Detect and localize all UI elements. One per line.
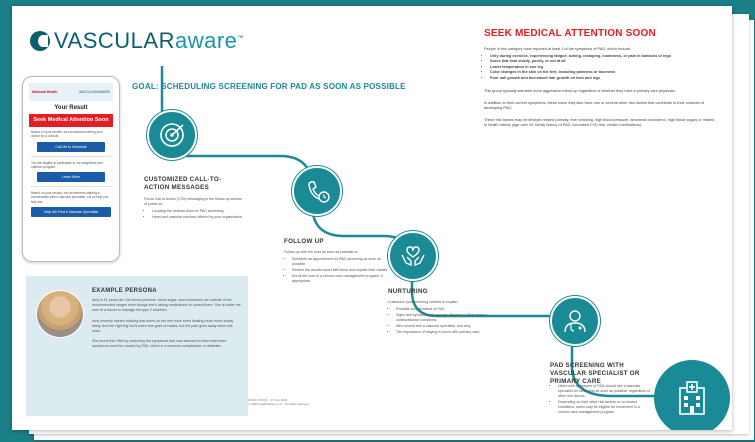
doctor-icon	[550, 296, 600, 346]
logo-trademark: ™	[237, 35, 244, 42]
step-bullet: Who should see a vascular specialist, an…	[396, 324, 492, 329]
phone-text: Based on your results, we recommend seei…	[31, 129, 103, 139]
footer-line: © 2023 HealthAware LLC · All rights rese…	[248, 402, 310, 407]
symptom-item: Lower temperature in one leg	[490, 65, 716, 71]
hospital-icon	[654, 360, 730, 430]
divider	[31, 155, 111, 157]
step-bullet: Schedule an appointment for PAD screenin…	[292, 257, 394, 267]
step-intro: Follow-up with the user as soon as possi…	[284, 250, 359, 254]
footer-line: ODSC-XXXXX · 27 Nov 2023	[248, 398, 288, 402]
target-icon	[147, 110, 197, 160]
category-heading: SEEK MEDICAL ATTENTION SOON	[484, 28, 656, 39]
divider	[31, 186, 111, 188]
find-specialist-button[interactable]: Help Me Find a Vascular Specialist	[31, 207, 111, 218]
persona-photo	[36, 290, 84, 338]
document-page: VASCULARaware™ GOAL: SCHEDULING SCREENIN…	[12, 6, 732, 430]
step-title-follow-up: FOLLOW UP	[284, 238, 324, 245]
persona-panel: EXAMPLE PERSONA Amy is 51 years old. Her…	[26, 276, 248, 416]
step-bullet: Signs and symptoms of vascular disease o…	[396, 313, 492, 323]
phone-clock-icon	[292, 166, 342, 216]
phone-nih-logo: National Health	[32, 90, 58, 94]
persona-title: EXAMPLE PERSONA	[92, 288, 157, 294]
step-intro: Focus Call to Action (CTA) messaging in …	[144, 197, 243, 207]
logo-text-part2: aware	[174, 28, 238, 53]
goal-heading: GOAL: SCHEDULING SCREENING FOR PAD AS SO…	[132, 82, 406, 91]
logo-icon	[30, 31, 50, 51]
persona-paragraph: Amy is 51 years old. Her blood pressure,…	[92, 298, 241, 313]
footer-legal: ODSC-XXXXX · 27 Nov 2023 © 2023 HealthAw…	[248, 398, 309, 406]
call-me-button[interactable]: Call Me to Schedule	[37, 141, 105, 152]
step-desc-nurturing: Customize your nurturing content to expl…	[388, 300, 492, 336]
phone-header: National Health VASCULARAWARE	[29, 83, 113, 101]
step-bullet: Enroll the user in a chronic care manage…	[292, 274, 394, 284]
step-title-cta: CUSTOMIZED CALL-TO-ACTION MESSAGES	[144, 176, 222, 192]
symptom-item: Only during exercise, experiencing fatig…	[490, 54, 716, 60]
result-category-column: SEEK MEDICAL ATTENTION SOON People in th…	[484, 28, 716, 135]
learn-more-button[interactable]: Learn More	[37, 172, 105, 183]
phone-mockup: National Health VASCULARAWARE Your Resul…	[22, 76, 120, 262]
step-intro: Customize your nurturing content to expl…	[388, 300, 459, 304]
phone-alert-banner: Seek Medical Attention Soon	[29, 114, 113, 127]
phone-text: Based on your results, we recommend star…	[31, 191, 109, 204]
category-intro: People in this category have reported at…	[484, 47, 632, 51]
persona-text: Amy is 51 years old. Her blood pressure,…	[92, 298, 242, 355]
step-desc-screening: Users with symptoms of PAD should see a …	[550, 382, 650, 416]
step-bullet: Heart and vascular services offered by y…	[152, 215, 244, 220]
persona-paragraph: Amy recently started noticing that sores…	[92, 318, 234, 334]
symptom-list: Only during exercise, experiencing fatig…	[484, 54, 716, 82]
step-title-nurturing: NURTURING	[388, 288, 428, 295]
step-desc-follow-up: Follow-up with the user as soon as possi…	[284, 250, 394, 285]
phone-result-title: Your Result	[54, 105, 88, 111]
step-title-screening: PAD SCREENING WITH VASCULAR SPECIALIST O…	[550, 362, 640, 386]
step-bullet: Possible complications of PAD.	[396, 307, 492, 312]
phone-brand: VASCULARAWARE	[78, 90, 110, 94]
persona-paragraph: She found this HRA by searching her symp…	[92, 339, 227, 349]
step-bullet: The importance of staying in touch with …	[396, 330, 492, 335]
category-body: People in this category have reported at…	[484, 47, 716, 129]
symptom-item: Color changes in the skin on the feet, i…	[490, 70, 716, 76]
category-paragraph: In addition to their current symptoms, t…	[484, 100, 705, 111]
step-bullet: Depending on their other risk factors or…	[558, 400, 650, 415]
symptom-item: Poor nail growth and decreased hair grow…	[490, 76, 716, 82]
logo-text-part1: VASCULAR	[54, 28, 175, 53]
category-paragraph: This group typically warrants more aggre…	[484, 89, 676, 93]
step-bullet: Locating the nearest clinic for PAD scre…	[152, 209, 244, 214]
step-bullet: Users with symptoms of PAD should see a …	[558, 384, 650, 399]
step-bullet: Review the results report with them and …	[292, 268, 394, 273]
symptom-item: Sores that heal slowly, poorly, or not a…	[490, 59, 716, 65]
caring-hands-icon	[388, 231, 438, 281]
vascularaware-logo: VASCULARaware™	[30, 28, 244, 54]
step-desc-cta: Focus Call to Action (CTA) messaging in …	[144, 197, 244, 221]
phone-text: You are eligible to participate in our w…	[31, 160, 103, 169]
category-paragraph: These risk factors may be lifestyle-rela…	[484, 117, 715, 128]
